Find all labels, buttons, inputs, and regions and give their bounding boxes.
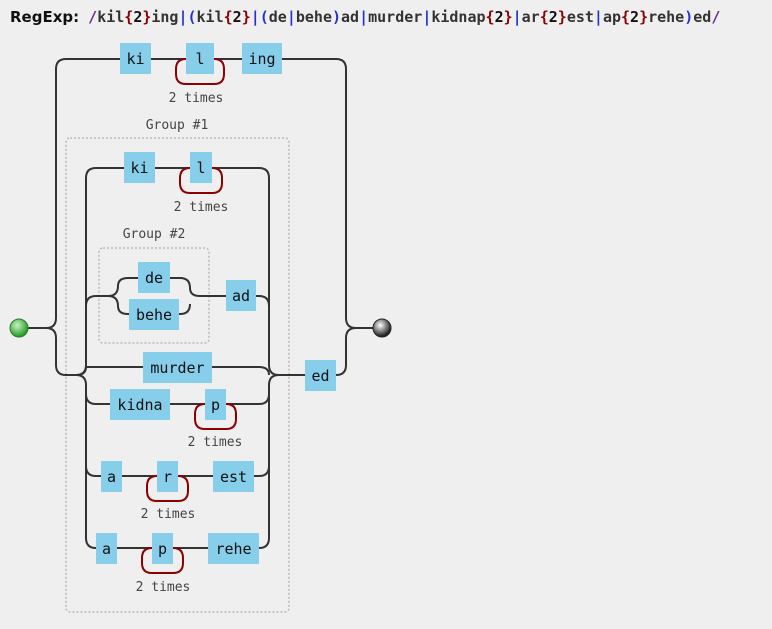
group-2-label: Group #2 (123, 227, 186, 242)
literal-ad: ad (226, 280, 256, 311)
group-1-label: Group #1 (146, 118, 209, 133)
regexp-token: ed (693, 8, 712, 26)
literal-p-apprehend: p (152, 533, 173, 564)
svg-text:murder: murder (150, 359, 204, 377)
literal-a-apprehend: a (96, 533, 117, 564)
svg-text:behe: behe (136, 306, 172, 324)
regexp-token: { (539, 8, 549, 26)
regexp-token: ( (259, 8, 269, 26)
svg-text:est: est (220, 468, 247, 486)
literal-a-arrest: a (101, 461, 122, 492)
regexp-token: { (485, 8, 495, 26)
regexp-token: 2 (133, 8, 143, 26)
literal-behe: behe (129, 299, 179, 330)
svg-text:r: r (163, 468, 172, 486)
regexp-token: | (512, 8, 522, 26)
svg-text:p: p (211, 396, 220, 414)
svg-text:a: a (102, 540, 111, 558)
regexp-token: } (503, 8, 513, 26)
regexp-token: kidnap (431, 8, 486, 26)
regexp-token: { (621, 8, 631, 26)
regexp-token: } (142, 8, 152, 26)
literal-p-kidnap: p (205, 389, 226, 420)
svg-text:l: l (195, 50, 204, 68)
literal-murder: murder (143, 352, 212, 383)
regexp-token: 2 (548, 8, 558, 26)
start-node-icon (9, 318, 29, 338)
group-1-box (65, 137, 290, 613)
regexp-token: est (566, 8, 594, 26)
regexp-label: RegExp: (10, 8, 80, 26)
regexp-token: } (557, 8, 567, 26)
repeat-loops (141, 58, 237, 574)
regexp-token: de (268, 8, 287, 26)
regexp-token: kil (97, 8, 125, 26)
svg-text:de: de (145, 269, 163, 287)
regexp-token: / (88, 8, 98, 26)
literal-ing: ing (242, 43, 282, 74)
repeat-label: 2 times (188, 435, 243, 450)
regexp-token: ( (187, 8, 197, 26)
regexp-token: | (286, 8, 296, 26)
regexp-source: /kil{2}ing|(kil{2}|(de|behe)ad|murder|ki… (88, 8, 720, 26)
repeat-label: 2 times (174, 200, 229, 215)
regexp-token: rehe (648, 8, 685, 26)
regexp-token: } (639, 8, 649, 26)
regexp-token: | (593, 8, 603, 26)
end-node-icon (372, 318, 392, 338)
repeat-label: 2 times (169, 91, 224, 106)
regexp-header: RegExp: /kil{2}ing|(kil{2}|(de|behe)ad|m… (10, 8, 720, 26)
regexp-token: 2 (494, 8, 504, 26)
svg-text:ki: ki (130, 159, 148, 177)
svg-text:l: l (196, 159, 205, 177)
literal-ki-group: ki (124, 152, 155, 183)
regexp-token: 2 (232, 8, 242, 26)
svg-text:ki: ki (126, 50, 144, 68)
regexp-token: 2 (630, 8, 640, 26)
repeat-label: 2 times (141, 507, 196, 522)
regexp-token: murder (368, 8, 423, 26)
regexp-token: | (359, 8, 369, 26)
regexp-token: / (711, 8, 721, 26)
regexp-token: } (241, 8, 251, 26)
regexp-token: { (223, 8, 233, 26)
svg-text:ad: ad (232, 287, 250, 305)
repeat-label: 2 times (136, 580, 191, 595)
literal-r: r (157, 461, 178, 492)
regexp-token: | (250, 8, 260, 26)
regexp-token: ad (341, 8, 360, 26)
svg-text:p: p (158, 540, 167, 558)
regexp-token: kil (196, 8, 224, 26)
svg-text:rehe: rehe (215, 540, 251, 558)
literal-kidna: kidna (110, 389, 170, 420)
regexp-token: ) (684, 8, 694, 26)
regexp-token: ap (602, 8, 621, 26)
literal-l-top: l (186, 43, 214, 74)
regexp-token: | (422, 8, 432, 26)
svg-text:ing: ing (248, 50, 275, 68)
svg-text:kidna: kidna (117, 396, 162, 414)
svg-text:a: a (107, 468, 116, 486)
literal-ed: ed (305, 360, 336, 391)
regexp-token: ing (151, 8, 179, 26)
literal-l-group: l (190, 152, 212, 183)
literal-est: est (213, 461, 254, 492)
svg-text:ed: ed (311, 367, 329, 385)
regexp-token: | (178, 8, 188, 26)
literal-rehe: rehe (208, 533, 259, 564)
regexp-token: behe (295, 8, 332, 26)
literal-de: de (138, 262, 170, 293)
literal-ki-top: ki (120, 43, 151, 74)
regexp-token: { (124, 8, 134, 26)
regexp-token: ) (332, 8, 342, 26)
regexp-token: ar (521, 8, 540, 26)
main-rails (28, 58, 373, 549)
